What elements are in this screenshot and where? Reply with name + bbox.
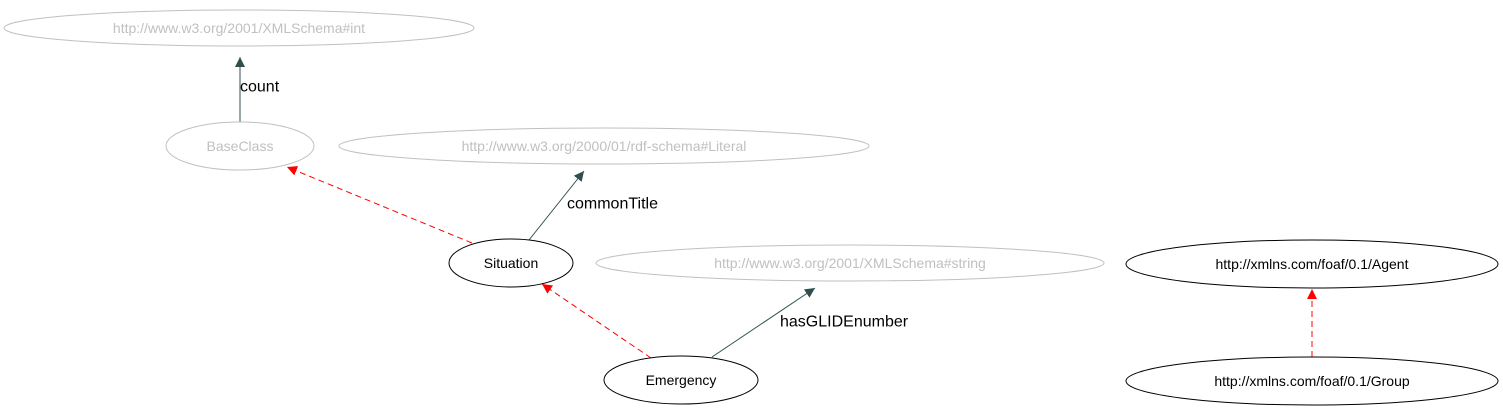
node-foaf-agent-shape: [1125, 239, 1499, 289]
edge-label-common-title: commonTitle: [567, 196, 658, 213]
node-foaf-group-shape: [1125, 356, 1499, 406]
node-xsd-int-label: http://www.w3.org/2001/XMLSchema#int: [113, 20, 365, 36]
node-xsd-string[interactable]: http://www.w3.org/2001/XMLSchema#string: [595, 244, 1105, 282]
node-rdfs-literal-label: http://www.w3.org/2000/01/rdf-schema#Lit…: [462, 138, 747, 154]
node-xsd-string-label: http://www.w3.org/2001/XMLSchema#string: [714, 255, 986, 271]
edge-label-has-glide-number: hasGLIDEnumber: [780, 314, 909, 331]
node-xsd-int-shape: [3, 9, 475, 47]
node-emergency-label: Emergency: [646, 372, 717, 388]
node-xsd-string-shape: [595, 244, 1105, 282]
edge-situation-subclass-of-baseclass: [286, 166, 473, 244]
edge-has-glide-number: [711, 287, 816, 358]
node-base-class-shape: [165, 121, 315, 171]
node-situation[interactable]: Situation: [448, 238, 574, 288]
edges: count commonTitle hasGLIDEnumber: [235, 57, 1317, 359]
node-situation-label: Situation: [484, 255, 538, 271]
node-xsd-int[interactable]: http://www.w3.org/2001/XMLSchema#int: [3, 9, 475, 47]
node-emergency[interactable]: Emergency: [603, 355, 759, 405]
node-base-class[interactable]: BaseClass: [165, 121, 315, 171]
node-rdfs-literal-shape: [338, 127, 870, 165]
nodes: http://www.w3.org/2001/XMLSchema#int Bas…: [3, 9, 1499, 406]
edge-common-title: [528, 170, 585, 241]
node-foaf-agent-label: http://xmlns.com/foaf/0.1/Agent: [1216, 256, 1409, 272]
edge-emergency-subclass-of-situation: [541, 283, 652, 359]
node-foaf-group[interactable]: http://xmlns.com/foaf/0.1/Group: [1125, 356, 1499, 406]
node-emergency-shape: [603, 355, 759, 405]
node-base-class-label: BaseClass: [207, 138, 274, 154]
edge-label-count: count: [240, 79, 280, 96]
node-situation-shape: [448, 238, 574, 288]
node-foaf-agent[interactable]: http://xmlns.com/foaf/0.1/Agent: [1125, 239, 1499, 289]
node-rdfs-literal[interactable]: http://www.w3.org/2000/01/rdf-schema#Lit…: [338, 127, 870, 165]
node-foaf-group-label: http://xmlns.com/foaf/0.1/Group: [1214, 373, 1410, 389]
